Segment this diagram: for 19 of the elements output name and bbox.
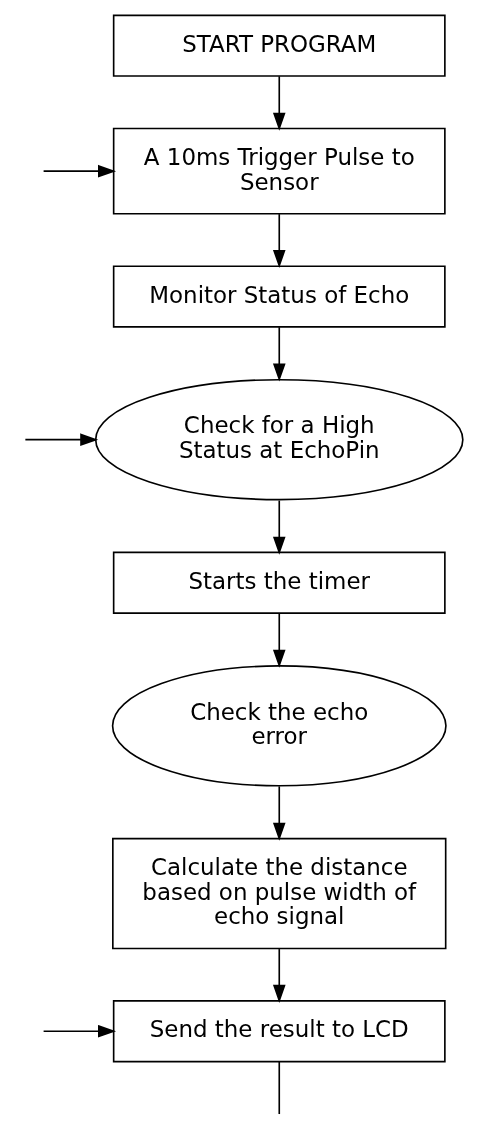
arrow (42, 164, 117, 178)
node-box: Starts the timer (112, 551, 446, 614)
arrow (42, 1024, 117, 1038)
node-ellipse: Check the echo error (111, 665, 447, 787)
node-ellipse: Check for a High Status at EchoPin (94, 378, 464, 501)
arrow (272, 326, 286, 382)
arrow (272, 785, 286, 841)
arrow (272, 499, 286, 555)
node-box: Send the result to LCD (112, 1000, 446, 1063)
node-box: Calculate the distance based on pulse width of echo signal (112, 837, 447, 950)
arrow (272, 948, 286, 1003)
node-box: A 10ms Trigger Pulse to Sensor (112, 127, 446, 215)
arrow (272, 213, 286, 269)
arrow (272, 612, 286, 668)
node-box: Monitor Status of Echo (112, 265, 446, 328)
arrow (272, 75, 286, 131)
node-box: START PROGRAM (112, 14, 446, 77)
connector (278, 1061, 281, 1115)
arrow (24, 433, 99, 446)
